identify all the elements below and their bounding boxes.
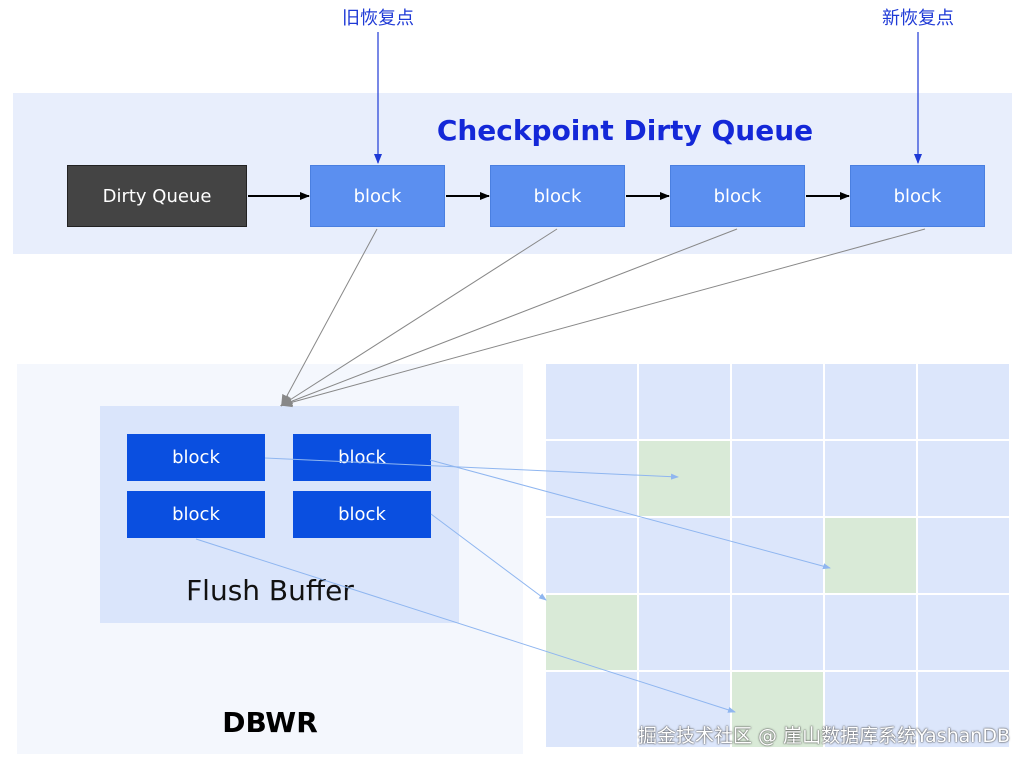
datafile-block: [546, 364, 637, 439]
dirty-queue-head: Dirty Queue: [67, 165, 247, 227]
flush-buffer-block: block: [293, 491, 431, 538]
datafile-block-written: [546, 595, 637, 670]
datafile-block: [732, 518, 823, 593]
datafile-block: [546, 518, 637, 593]
datafile-block: [639, 364, 730, 439]
datafile-block: [918, 595, 1009, 670]
old-recovery-point-label: 旧恢复点: [342, 8, 414, 29]
checkpoint-title: Checkpoint Dirty Queue: [436, 113, 814, 147]
flush-buffer-block: block: [127, 491, 265, 538]
datafile-block: [918, 441, 1009, 516]
dbwr-label: DBWR: [222, 705, 318, 739]
queue-block: block: [310, 165, 445, 227]
datafile-block-grid: [546, 364, 1011, 751]
datafile-block-written: [732, 672, 823, 747]
datafile-block: [732, 364, 823, 439]
datafile-block: [639, 518, 730, 593]
datafile-block: [918, 672, 1009, 747]
datafile-block-written: [825, 518, 916, 593]
watermark-text: 掘金技术社区 @ 崖山数据库系统YashanDB: [637, 724, 1010, 747]
flush-buffer-block: block: [127, 434, 265, 481]
datafile-block: [732, 441, 823, 516]
datafile-block: [918, 364, 1009, 439]
datafile-block: [732, 595, 823, 670]
new-recovery-point-label: 新恢复点: [882, 8, 954, 29]
queue-block: block: [670, 165, 805, 227]
datafile-block: [825, 595, 916, 670]
flush-buffer-label: Flush Buffer: [186, 573, 354, 607]
queue-block: block: [490, 165, 625, 227]
datafile-block: [546, 441, 637, 516]
datafile-block: [825, 672, 916, 747]
flush-buffer-block: block: [293, 434, 431, 481]
datafile-block-written: [639, 441, 730, 516]
datafile-block: [639, 595, 730, 670]
datafile-block: [918, 518, 1009, 593]
datafile-block: [825, 441, 916, 516]
datafile-block: [825, 364, 916, 439]
queue-block: block: [850, 165, 985, 227]
